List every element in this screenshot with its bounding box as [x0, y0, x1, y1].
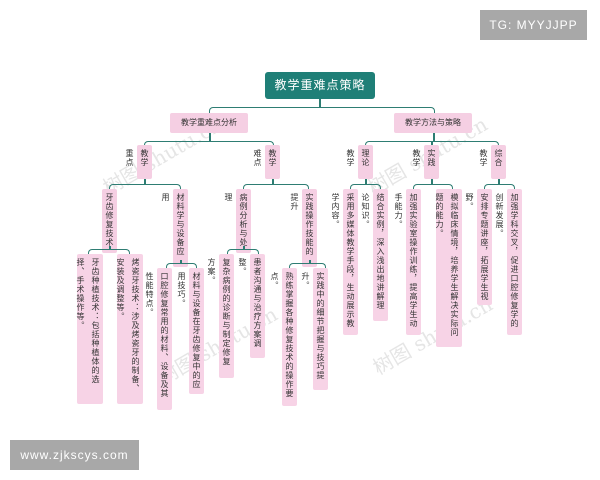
leaf-patient-communication[interactable]: 患者沟通与治疗方案调整。: [238, 254, 265, 358]
connector: [498, 179, 500, 185]
branch-node-analysis[interactable]: 教学重难点分析: [170, 113, 248, 133]
connector: [227, 249, 259, 254]
leaf-lab-training[interactable]: 加强实验室操作训练，提高学生动手能力。: [394, 189, 421, 335]
connector: [433, 133, 435, 142]
leaf-detail-skills[interactable]: 实践中的细节把握与技巧提升。: [301, 268, 328, 390]
connector: [144, 179, 146, 185]
connector: [413, 184, 453, 189]
node-teaching-key-points[interactable]: 教学重点: [125, 145, 152, 179]
connector: [365, 179, 367, 185]
connector: [350, 184, 381, 189]
website-badge: www.zjkscys.com: [10, 440, 139, 470]
connector: [166, 263, 197, 268]
connector: [180, 260, 182, 264]
node-practice-teaching[interactable]: 实践教学: [412, 145, 439, 179]
leaf-multimedia[interactable]: 采用多媒体教学手段，生动展示教学内容。: [331, 189, 358, 335]
connector: [209, 133, 211, 142]
connector: [243, 184, 309, 189]
root-node[interactable]: 教学重难点策略: [265, 72, 375, 99]
connector: [243, 246, 245, 250]
node-materials-equipment[interactable]: 材料学与设备应用: [161, 189, 188, 267]
leaf-clinical-simulation[interactable]: 模拟临床情境，培养学生解决实际问题的能力。: [435, 189, 462, 347]
node-theory-teaching[interactable]: 理论教学: [346, 145, 373, 179]
connector: [309, 260, 311, 264]
node-case-analysis[interactable]: 病例分析与处理: [224, 189, 251, 253]
connector: [144, 141, 274, 146]
leaf-examples[interactable]: 结合实例，深入浅出地讲解理论知识。: [361, 189, 388, 321]
leaf-lectures[interactable]: 安排专题讲座，拓展学生视野。: [465, 189, 492, 305]
leaf-material-skills[interactable]: 材料与设备在牙齿修复中的应用技巧。: [177, 268, 204, 394]
branch-node-methods[interactable]: 教学方法与策略: [394, 113, 472, 133]
connector: [109, 246, 111, 250]
node-practical-skills[interactable]: 实践操作技能的提升: [290, 189, 317, 267]
leaf-interdisciplinary[interactable]: 加强学科交叉，促进口腔修复学的创新发展。: [495, 189, 522, 335]
connector: [88, 249, 130, 254]
tg-badge: TG: MYYJJPP: [480, 10, 587, 40]
connector: [484, 184, 515, 189]
leaf-common-materials[interactable]: 口腔修复常用的材料、设备及其性能特点。: [145, 268, 172, 410]
node-dental-restoration[interactable]: 牙齿修复技术: [102, 189, 117, 253]
node-teaching-difficulties[interactable]: 教学难点: [253, 145, 280, 179]
node-comprehensive-teaching[interactable]: 综合教学: [479, 145, 506, 179]
connector: [109, 184, 181, 189]
connector: [289, 263, 326, 268]
connector: [272, 179, 274, 185]
connector: [431, 179, 433, 185]
connector: [319, 99, 321, 107]
connector: [209, 107, 435, 114]
leaf-implant[interactable]: 牙齿种植技术：包括种植体的选择、手术操作等。: [76, 254, 103, 404]
leaf-technique-mastery[interactable]: 熟练掌握各种修复技术的操作要点。: [270, 268, 297, 406]
leaf-complex-cases[interactable]: 复杂病例的诊断与制定修复方案。: [207, 254, 234, 378]
connector: [431, 141, 433, 146]
leaf-porcelain[interactable]: 烤瓷牙技术：涉及烤瓷牙的制备、安装及调整等。: [116, 254, 143, 404]
